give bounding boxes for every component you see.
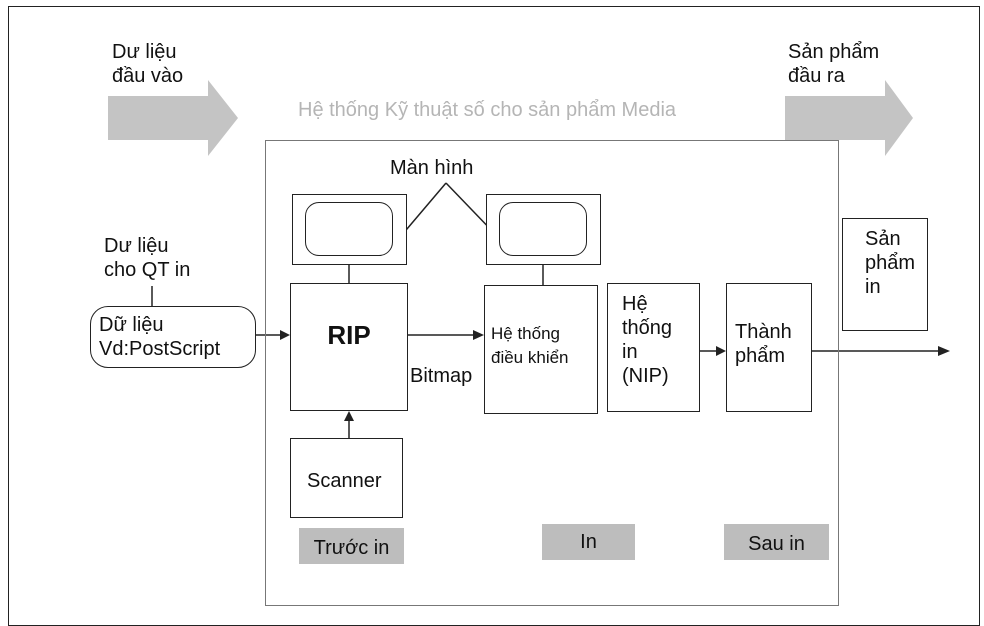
rip-label: RIP: [327, 320, 371, 350]
scanner-box: Scanner: [290, 438, 403, 518]
bitmap-label: Bitmap: [410, 365, 473, 387]
print-data-label: Dư liệu cho QT in: [104, 235, 191, 281]
print-to-finish-arrowhead: [716, 346, 726, 356]
data-box-label: Dữ liệu Vd:PostScript: [99, 314, 221, 360]
finish-to-output-arrowhead: [938, 346, 950, 356]
scanner-label: Scanner: [307, 470, 382, 492]
monitor-right-screen: [499, 202, 587, 256]
system-title: Hệ thống Kỹ thuật số cho sản phẩm Media: [298, 99, 677, 121]
stage-prepress-tag: Trước in: [299, 528, 404, 564]
finishing-label: Thành phẩm: [735, 321, 792, 367]
output-product-label: Sản phẩm đầu ra: [788, 41, 880, 87]
system-container: [265, 140, 839, 606]
output-big-arrow: [785, 80, 913, 156]
scanner-to-rip-arrowhead: [344, 411, 354, 421]
rip-box: RIP: [290, 283, 408, 411]
control-system-label: Hệ thống điều khiển: [491, 324, 569, 367]
monitor-left: [292, 194, 407, 265]
data-to-rip-arrowhead: [280, 330, 290, 340]
control-system-box: Hệ thống điều khiển: [484, 285, 598, 414]
stage-press-tag: In: [542, 524, 635, 560]
data-box: Dữ liệu Vd:PostScript: [90, 306, 256, 368]
printed-product-label: Sản phẩm in: [865, 228, 916, 298]
stage-postpress-tag: Sau in: [724, 524, 829, 560]
printed-product-box: Sản phẩm in: [842, 218, 928, 331]
monitor-label: Màn hình: [390, 157, 474, 179]
print-system-box: Hệ thống in (NIP): [607, 283, 700, 412]
monitor-pointer-left: [400, 182, 447, 237]
print-system-label: Hệ thống in (NIP): [622, 293, 673, 387]
monitor-left-screen: [305, 202, 393, 256]
monitor-right: [486, 194, 601, 265]
finishing-box: Thành phẩm: [726, 283, 812, 412]
input-data-label: Dư liệu đầu vào: [112, 41, 184, 87]
rip-to-control-arrowhead: [473, 330, 484, 340]
input-big-arrow: [108, 80, 238, 156]
